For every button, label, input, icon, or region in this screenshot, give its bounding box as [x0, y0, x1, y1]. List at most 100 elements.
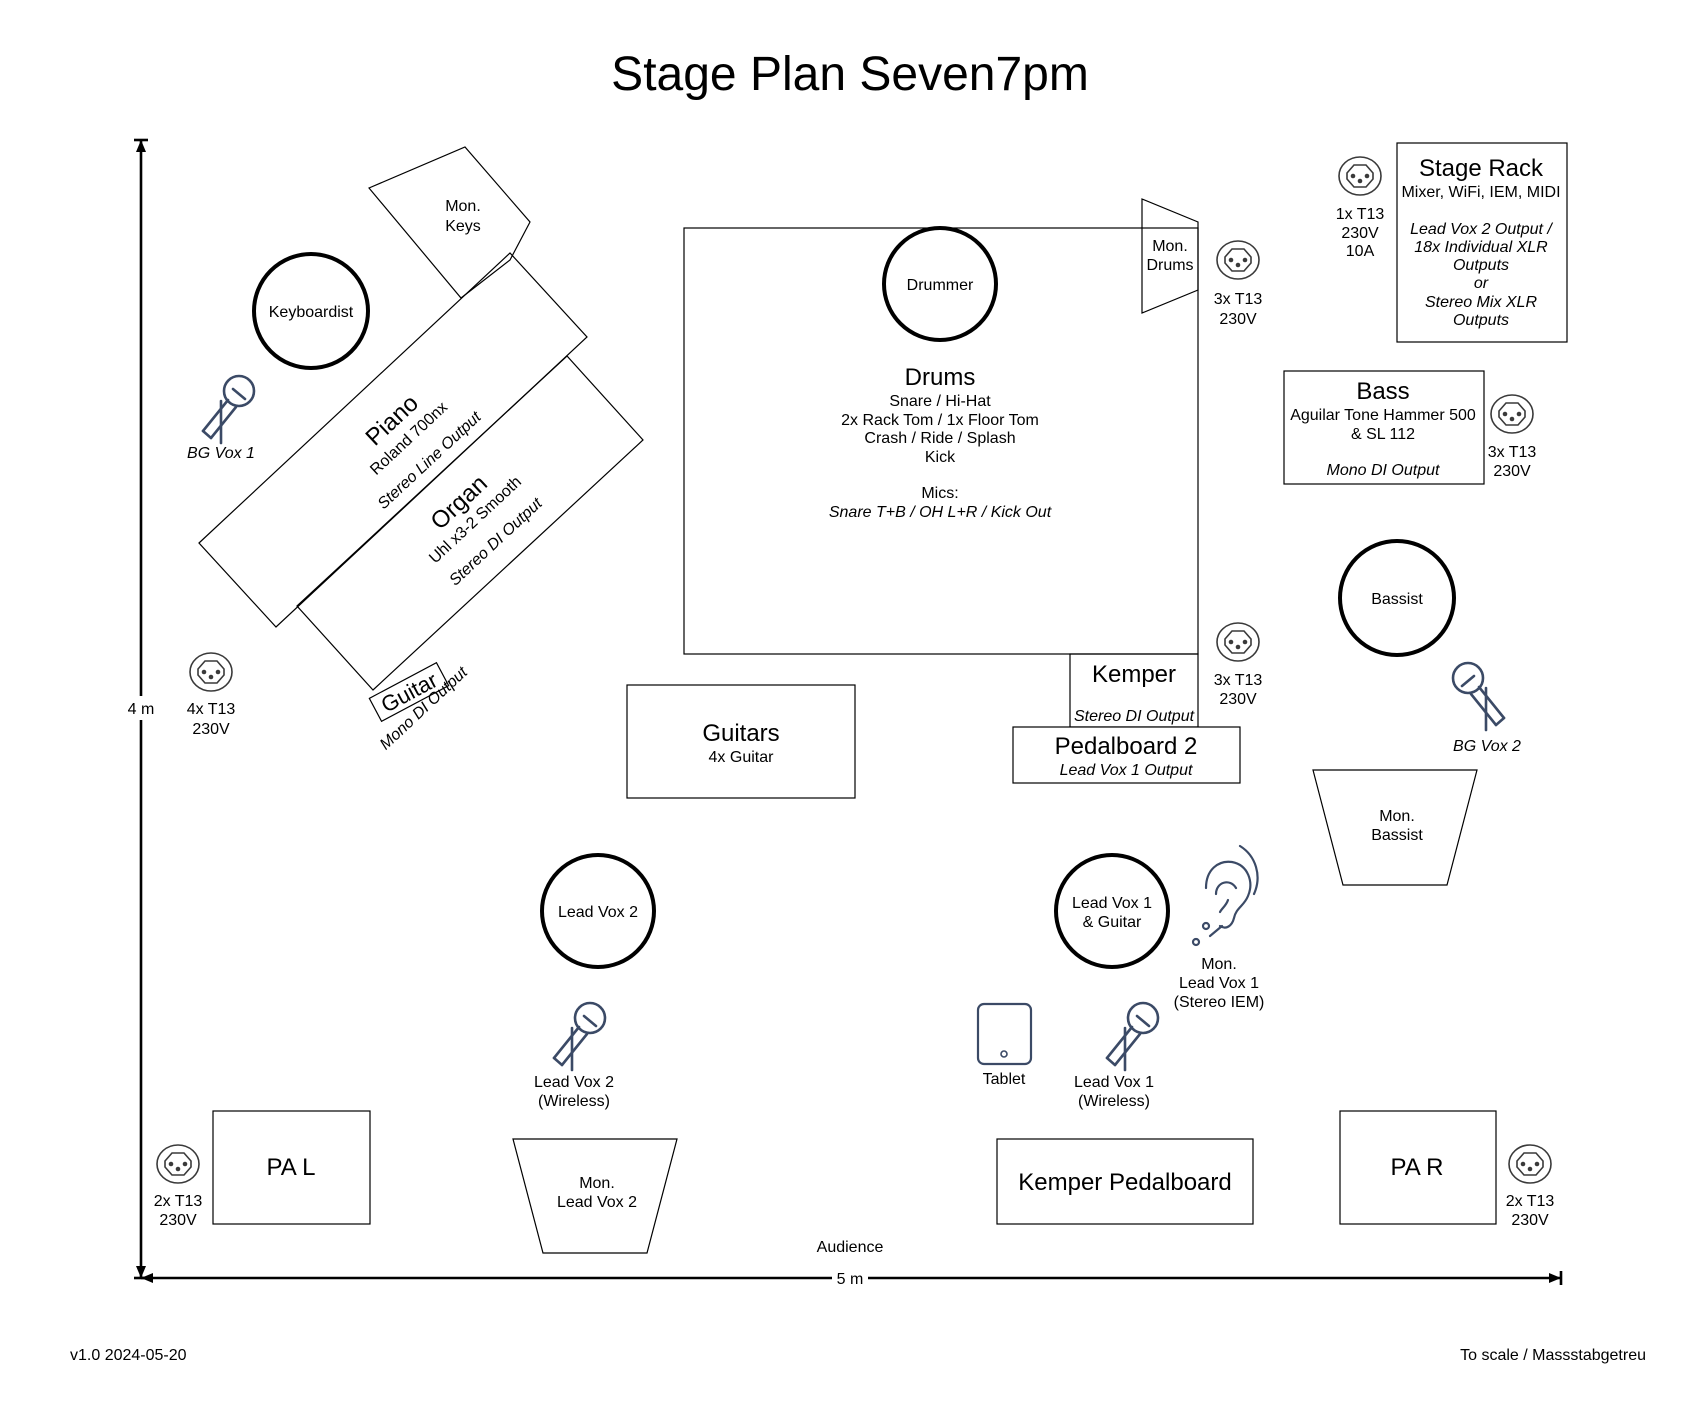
bassist: Bassist	[1338, 539, 1456, 657]
stage-rack-sub: Mixer, WiFi, IEM, MIDI	[1401, 184, 1560, 201]
monitor-lv2-label-2: Lead Vox 2	[557, 1194, 637, 1211]
power-keys: 4x T13 230V	[187, 652, 236, 738]
kemper-output: Stereo DI Output	[1074, 708, 1195, 725]
drums: Drums Snare / Hi-Hat 2x Rack Tom / 1x Fl…	[683, 227, 1199, 655]
kemper-title: Kemper	[1092, 661, 1176, 688]
monitor-iem-label-1: Mon.	[1201, 956, 1237, 973]
drums-line-2: 2x Rack Tom / 1x Floor Tom	[841, 412, 1039, 429]
monitor-keys: Mon. Keys	[368, 146, 531, 299]
mic-lead-vox-1: Lead Vox 1 (Wireless)	[1074, 1001, 1160, 1110]
power-rack: 1x T13 230V 10A	[1336, 156, 1385, 260]
power-keys-1: 4x T13	[187, 701, 236, 718]
scale-note: To scale / Massstabgetreu	[1460, 1347, 1646, 1364]
depth-dimension: 4 m	[124, 138, 160, 1280]
power-keys-2: 230V	[192, 721, 230, 738]
pedalboard-2-title: Pedalboard 2	[1055, 733, 1198, 760]
mic-lead-vox-2-label-2: (Wireless)	[538, 1093, 610, 1110]
kemper: Kemper Stereo DI Output	[1069, 653, 1199, 728]
stage-rack-out-5: Stereo Mix XLR	[1425, 294, 1537, 311]
kemper-pedalboard-label: Kemper Pedalboard	[1018, 1169, 1231, 1196]
tablet-label: Tablet	[983, 1071, 1026, 1088]
stage-rack-out-3: Outputs	[1453, 257, 1509, 274]
power-rack-2: 230V	[1341, 225, 1379, 242]
monitor-drums: Mon. Drums	[1141, 198, 1199, 314]
power-pa-left-2: 230V	[159, 1212, 197, 1229]
bass-title: Bass	[1356, 378, 1409, 405]
stage-rack-out-1: Lead Vox 2 Output /	[1410, 221, 1553, 238]
width-dimension: 5 m	[141, 1266, 1563, 1290]
monitor-drums-label-1: Mon.	[1152, 238, 1188, 255]
mic-bg-vox-2-label: BG Vox 2	[1453, 738, 1521, 755]
guitars-title: Guitars	[702, 720, 779, 747]
stage-rack-out-2: 18x Individual XLR	[1414, 239, 1548, 256]
monitor-bassist-label-2: Bassist	[1371, 827, 1423, 844]
stage-rack: Stage Rack Mixer, WiFi, IEM, MIDI Lead V…	[1396, 142, 1568, 343]
monitor-iem-label-3: (Stereo IEM)	[1174, 994, 1265, 1011]
power-drums-1: 3x T13	[1214, 291, 1263, 308]
drums-title: Drums	[905, 364, 976, 391]
monitor-bassist: Mon. Bassist	[1312, 769, 1478, 886]
monitor-lead-vox-2: Mon. Lead Vox 2	[512, 1138, 678, 1254]
organ: Organ Uhl x3-2 Smooth Stereo DI Output	[296, 355, 644, 691]
bassist-label: Bassist	[1371, 591, 1423, 608]
tablet-icon: Tablet	[976, 1002, 1033, 1088]
power-pa-left-1: 2x T13	[154, 1193, 203, 1210]
version-label: v1.0 2024-05-20	[70, 1347, 187, 1364]
power-kemper-1: 3x T13	[1214, 672, 1263, 689]
stage-rack-title: Stage Rack	[1419, 155, 1544, 182]
drums-mics: Snare T+B / OH L+R / Kick Out	[829, 504, 1052, 521]
power-pa-left: 2x T13 230V	[154, 1144, 203, 1229]
lead-vox-2-label: Lead Vox 2	[558, 904, 638, 921]
keyboardist-label: Keyboardist	[269, 304, 354, 321]
pedalboard-2-output: Lead Vox 1 Output	[1060, 762, 1193, 779]
power-drums: 3x T13 230V	[1214, 240, 1263, 328]
power-kemper: 3x T13 230V	[1214, 622, 1263, 708]
mic-lead-vox-1-label-1: Lead Vox 1	[1074, 1074, 1154, 1091]
audience-label: Audience	[817, 1239, 884, 1256]
guitars: Guitars 4x Guitar	[626, 684, 856, 799]
pa-right-label: PA R	[1391, 1154, 1444, 1181]
depth-label: 4 m	[128, 701, 155, 718]
keyboardist: Keyboardist	[252, 252, 370, 370]
pedalboard-2: Pedalboard 2 Lead Vox 1 Output	[1012, 726, 1241, 784]
mic-bg-vox-1: BG Vox 1	[187, 374, 256, 462]
power-bass: 3x T13 230V	[1488, 394, 1536, 480]
pa-left: PA L	[212, 1110, 371, 1225]
power-pa-right-1: 2x T13	[1506, 1193, 1555, 1210]
drums-mics-label: Mics:	[921, 485, 958, 502]
power-drums-2: 230V	[1219, 311, 1257, 328]
power-kemper-2: 230V	[1219, 691, 1257, 708]
lead-vox-1-label-1: Lead Vox 1	[1072, 895, 1152, 912]
kemper-pedalboard: Kemper Pedalboard	[996, 1138, 1254, 1225]
monitor-keys-label-1: Mon.	[445, 198, 481, 215]
bass-line-1: Aguilar Tone Hammer 500	[1290, 407, 1476, 424]
page-title: Stage Plan Seven7pm	[611, 48, 1089, 101]
drummer: Drummer	[882, 226, 998, 342]
power-pa-right: 2x T13 230V	[1506, 1144, 1555, 1229]
power-rack-1: 1x T13	[1336, 206, 1385, 223]
width-label: 5 m	[837, 1271, 864, 1288]
lead-vox-1-label-2: & Guitar	[1083, 914, 1142, 931]
power-pa-right-2: 230V	[1511, 1212, 1549, 1229]
monitor-lv2-label-1: Mon.	[579, 1175, 615, 1192]
ear-icon	[1191, 844, 1259, 947]
lead-vox-1: Lead Vox 1 & Guitar	[1054, 853, 1170, 969]
guitar-stand: Guitar Mono DI Output	[368, 661, 471, 753]
pa-right: PA R	[1339, 1110, 1497, 1225]
power-rack-3: 10A	[1346, 243, 1375, 260]
lead-vox-2: Lead Vox 2	[540, 853, 656, 969]
drums-line-4: Kick	[925, 449, 956, 466]
mic-lead-vox-2-label-1: Lead Vox 2	[534, 1074, 614, 1091]
monitor-keys-label-2: Keys	[445, 218, 481, 235]
mic-lead-vox-1-label-2: (Wireless)	[1078, 1093, 1150, 1110]
bass-amp: Bass Aguilar Tone Hammer 500 & SL 112 Mo…	[1283, 370, 1485, 485]
guitars-sub: 4x Guitar	[709, 749, 775, 766]
drums-line-3: Crash / Ride / Splash	[864, 430, 1015, 447]
monitor-iem-label-2: Lead Vox 1	[1179, 975, 1259, 992]
mic-bg-vox-1-label: BG Vox 1	[187, 445, 255, 462]
stage-rack-out-6: Outputs	[1453, 312, 1509, 329]
monitor-lead-vox-1-iem: Mon. Lead Vox 1 (Stereo IEM)	[1174, 956, 1265, 1011]
monitor-drums-label-2: Drums	[1146, 257, 1193, 274]
bass-output: Mono DI Output	[1327, 462, 1441, 479]
